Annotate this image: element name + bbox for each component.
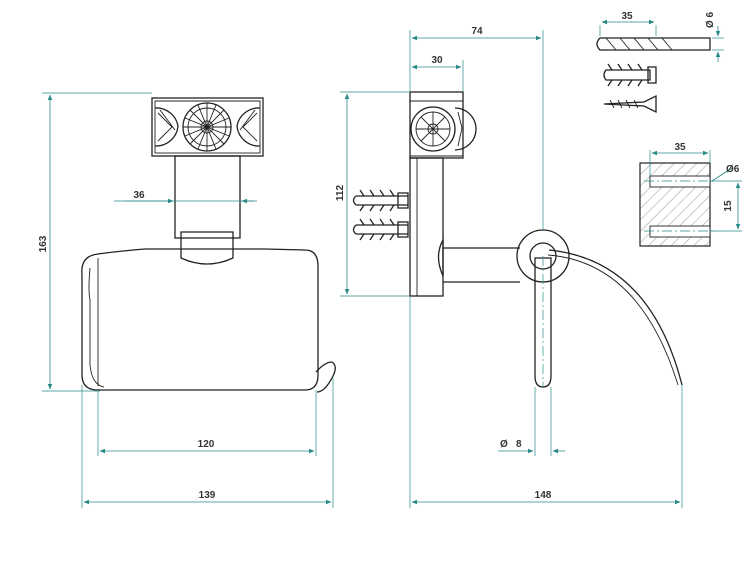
dim-rod-diameter: Ø 8	[498, 387, 565, 456]
roll-width-label: 120	[198, 439, 215, 450]
section-hole-diameter-label: Ø6	[726, 164, 740, 175]
side-view: 74 30 112 Ø 8 148	[335, 26, 683, 508]
front-view: 163 36 120 139	[38, 92, 336, 508]
height-label: 163	[38, 235, 49, 252]
section-hole-spacing-label: 15	[723, 200, 734, 212]
wall-anchor-top	[352, 189, 409, 212]
anchor-spacing-label: 112	[335, 184, 346, 201]
overall-width-label: 139	[199, 490, 216, 501]
drill-diameter-label: Ø 6	[705, 12, 716, 29]
holder-arm	[437, 229, 683, 388]
dim-overall-depth: 74	[409, 26, 544, 230]
dim-post-width: 36	[114, 190, 257, 204]
rod-diameter-symbol: Ø	[500, 439, 508, 450]
section-width-label: 35	[674, 142, 686, 153]
drill-bit: 35 Ø 6	[596, 11, 724, 62]
overall-depth-label: 74	[471, 26, 483, 37]
dim-height: 163	[38, 92, 152, 392]
overall-reach-label: 148	[535, 490, 552, 501]
dim-overall-reach: 148	[409, 296, 683, 508]
cover-body	[81, 248, 336, 393]
screw	[603, 94, 657, 114]
hardware-detail: 35 Ø 6	[596, 11, 724, 114]
post	[174, 155, 241, 239]
wall-anchor-bottom	[352, 218, 409, 241]
dim-cap-depth: 30	[411, 55, 464, 92]
hinge-block	[180, 231, 234, 265]
dim-overall-width: 139	[81, 378, 334, 508]
wall-section: 35 Ø6 15	[639, 142, 742, 247]
cap-depth-label: 30	[431, 55, 443, 66]
dim-roll-width: 120	[97, 390, 317, 456]
drill-length-label: 35	[621, 11, 633, 22]
decorative-cap	[151, 97, 264, 157]
rod-diameter-label: 8	[516, 439, 522, 450]
post-width-label: 36	[133, 190, 145, 201]
wall-plate	[409, 91, 477, 297]
wall-plug	[603, 63, 657, 87]
dim-anchor-spacing: 112	[335, 91, 410, 297]
